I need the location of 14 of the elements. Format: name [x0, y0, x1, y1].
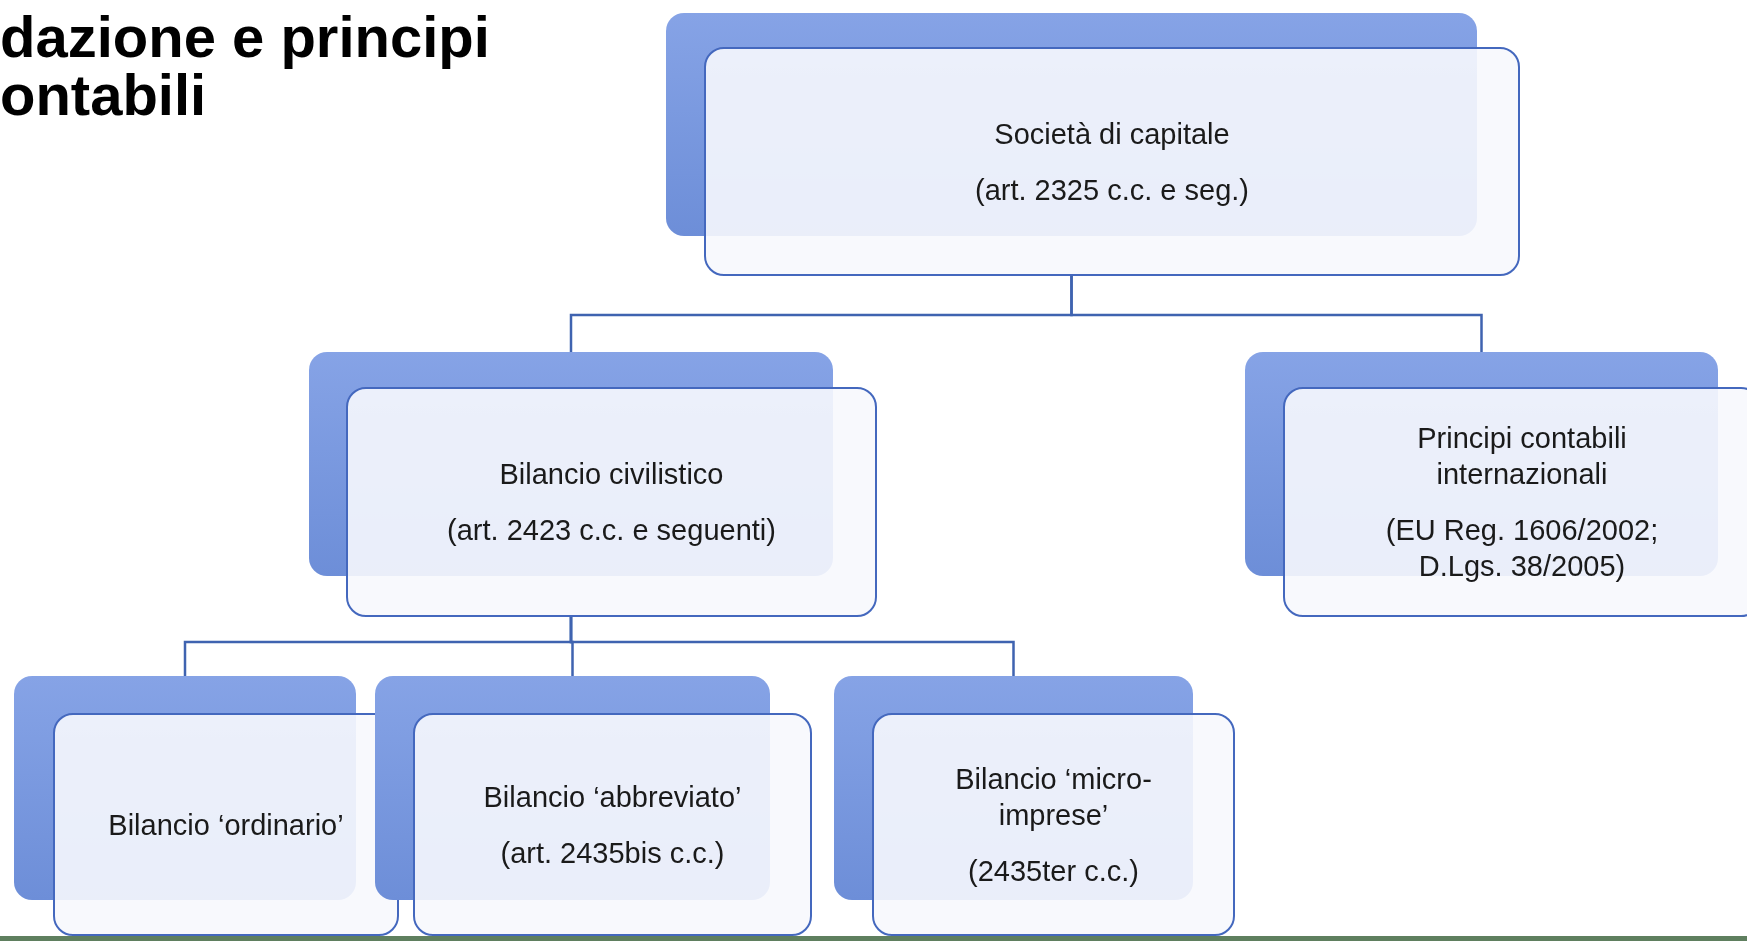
node-text: Bilancio ‘ordinario’	[108, 807, 344, 843]
node-text: (art. 2325 c.c. e seg.)	[975, 172, 1249, 208]
connector-line	[1070, 276, 1483, 352]
node-text: Bilancio ‘abbreviato’	[483, 779, 742, 815]
node-text: Principi contabili internazionali	[1416, 421, 1628, 492]
node-text: (art. 2423 c.c. e seguenti)	[447, 513, 776, 548]
node-text: Società di capitale	[994, 116, 1230, 152]
node-text: Bilancio ‘micro-imprese’	[954, 761, 1153, 833]
node-text: (EU Reg. 1606/2002; D.Lgs. 38/2005)	[1384, 513, 1660, 584]
node-text: (2435ter c.c.)	[968, 853, 1139, 889]
node-text: (art. 2435bis c.c.)	[500, 835, 725, 871]
connector-line	[569, 617, 1015, 676]
node-text: Bilancio civilistico	[499, 457, 724, 492]
slide-title: dazione e principi ontabili	[0, 8, 491, 124]
